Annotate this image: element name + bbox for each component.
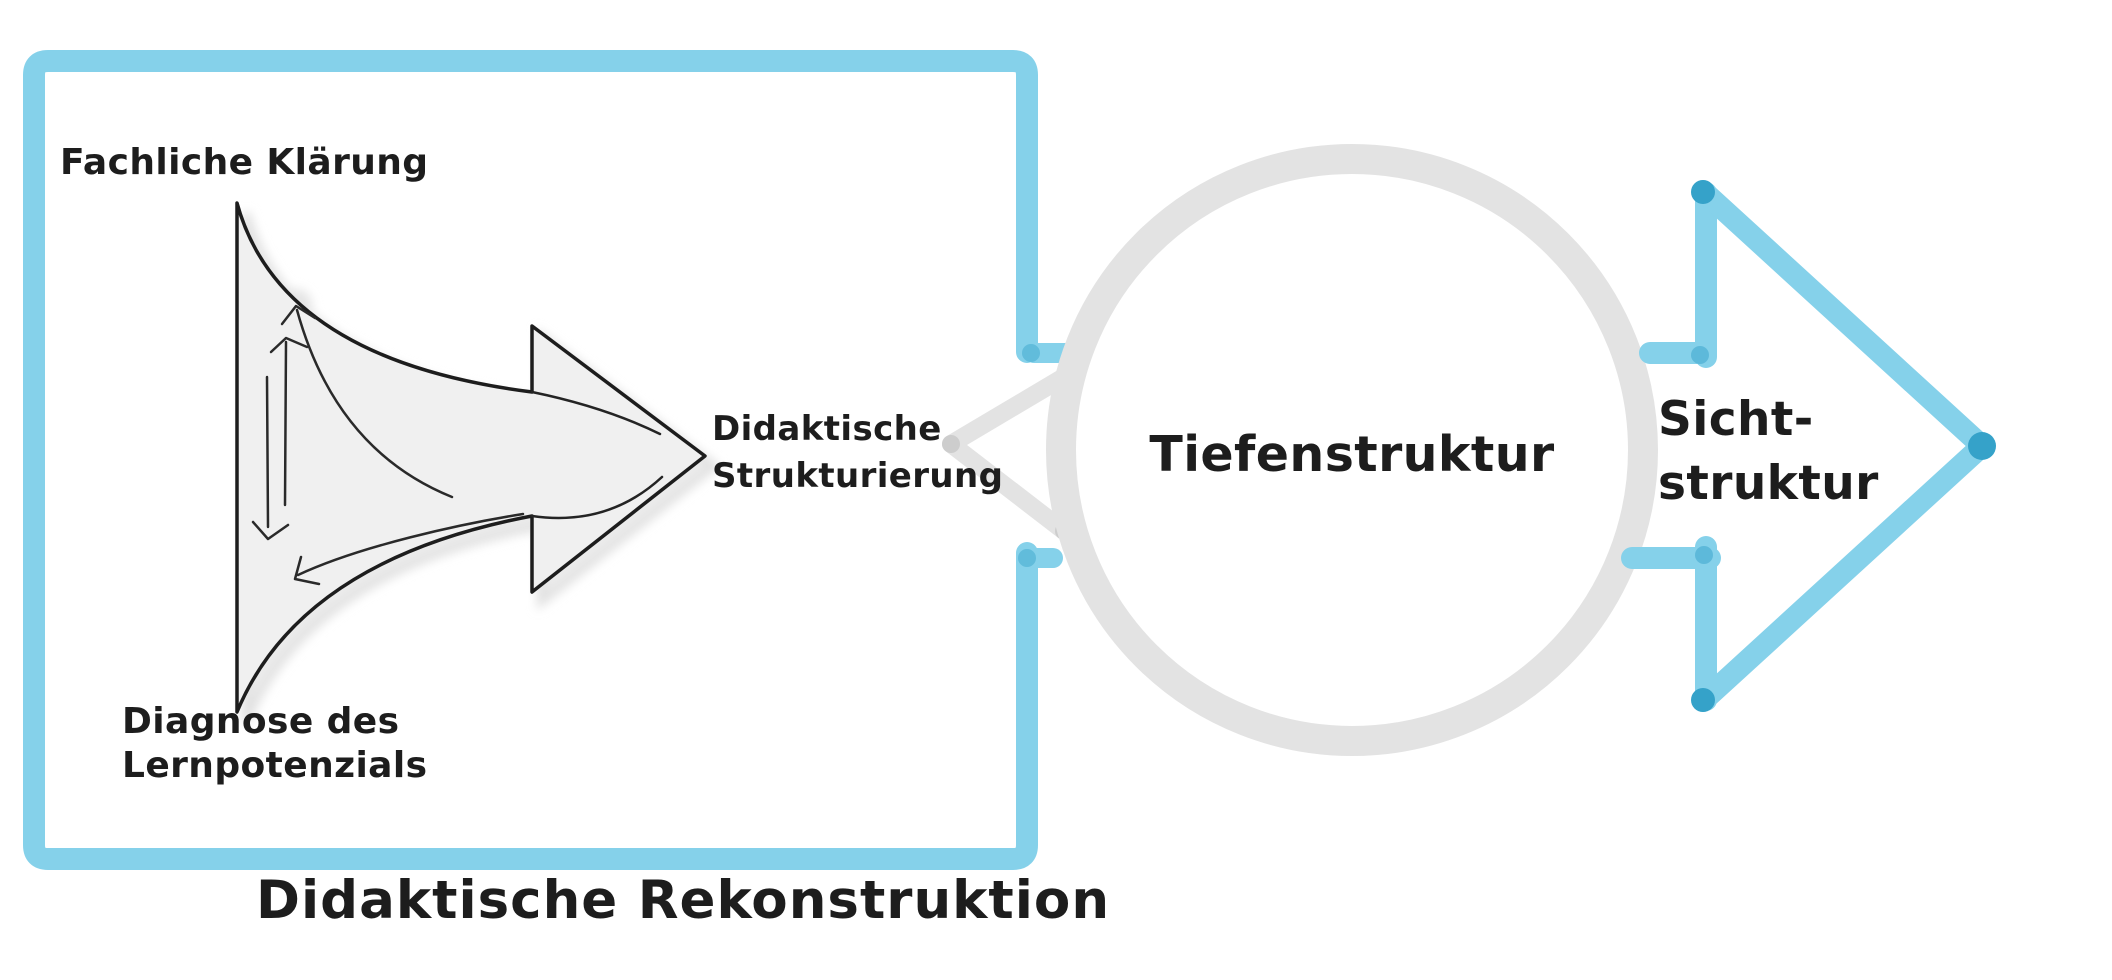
down-arrow-line	[265, 375, 270, 529]
curved-down-arrow-head	[293, 555, 321, 586]
deep-structure-circle	[1046, 144, 1658, 756]
curved-up-arrow-head	[280, 304, 317, 326]
curved-up-arrow-line	[295, 308, 454, 499]
up-arrow-line	[283, 340, 288, 507]
funnel-inner-curves	[530, 390, 664, 520]
label-diagnose-des-lernpotenzials: Diagnose des Lernpotenzials	[122, 700, 427, 788]
caption-didaktische-rekonstruktion: Didaktische Rekonstruktion	[256, 870, 1111, 931]
label-strukturierung-line2: Strukturierung	[712, 456, 1004, 496]
label-diagnose-line2: Lernpotenzials	[122, 745, 428, 786]
down-arrow-head	[251, 520, 290, 541]
funnel-arrow-shape	[235, 201, 707, 714]
funnel-outline	[235, 201, 707, 714]
label-tiefenstruktur: Tiefenstruktur	[1149, 426, 1555, 483]
label-sicht-line2: struktur	[1658, 456, 1879, 511]
curved-down-arrow-line	[296, 512, 525, 577]
outer-box-border	[23, 50, 1038, 870]
label-fachliche-klaerung: Fachliche Klärung	[60, 142, 429, 183]
surface-arrow-marker-dots	[1691, 180, 1996, 712]
feedback-arrows	[251, 304, 525, 586]
box-stub-overlap-top	[1022, 344, 1040, 362]
label-didaktische-strukturierung: Didaktische Strukturierung	[712, 406, 1003, 500]
label-strukturierung-line1: Didaktische	[712, 409, 942, 449]
label-diagnose-line1: Diagnose des	[122, 701, 400, 742]
label-sichtstruktur: Sicht- struktur	[1658, 388, 1879, 516]
box-stub-overlap-bottom	[1018, 549, 1036, 567]
up-arrow-head	[269, 336, 309, 354]
label-sicht-line1: Sicht-	[1658, 392, 1814, 447]
